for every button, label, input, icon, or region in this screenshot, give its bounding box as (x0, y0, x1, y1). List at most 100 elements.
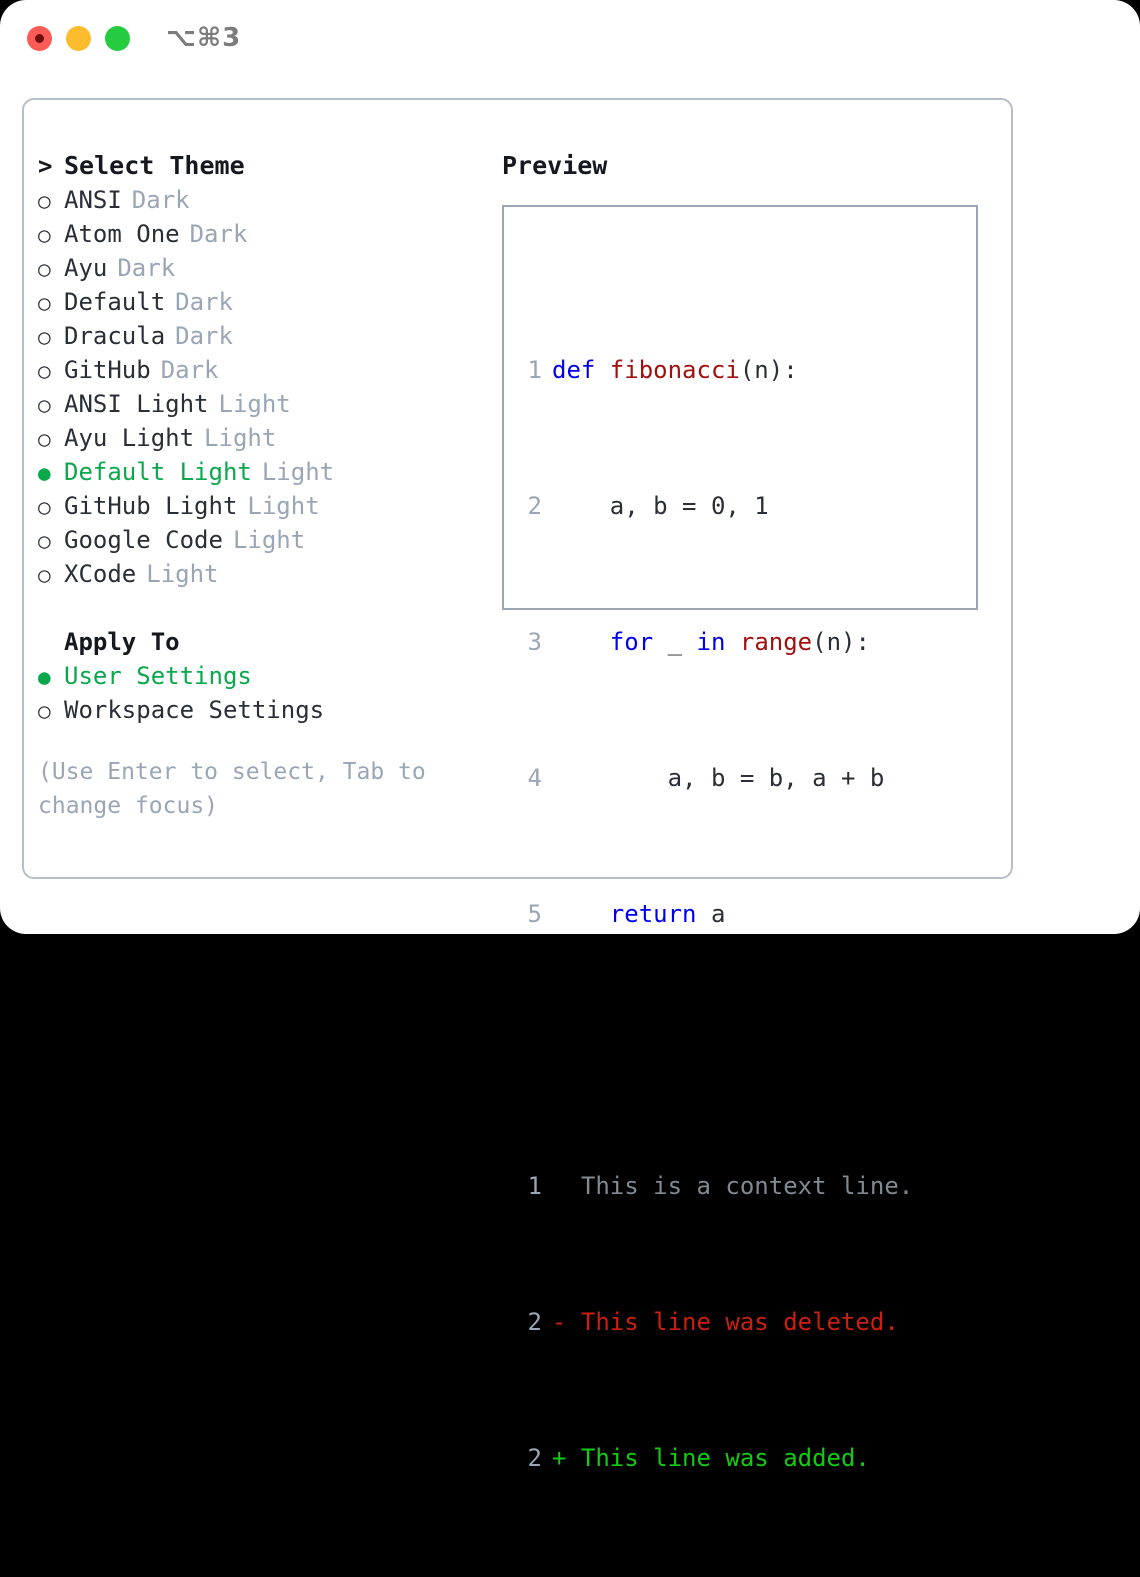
theme-label: ANSI Light (64, 390, 209, 418)
theme-label: XCode (64, 560, 137, 588)
line-number: 4 (527, 764, 542, 792)
theme-label: Default Light (64, 458, 252, 486)
radio-unselected-icon: ○ (38, 529, 51, 553)
code-token: a, b = b, a + b (552, 764, 885, 792)
theme-label: Ayu (64, 254, 108, 282)
code-line: 3 for _ in range(n): (518, 625, 913, 659)
code-token: range (739, 628, 813, 656)
theme-list-item-selected[interactable]: ● Default Light Light (38, 455, 488, 489)
diff-line-context: 1 This is a context line. (518, 1169, 914, 1203)
theme-tag: Dark (117, 254, 176, 282)
diff-text: - This line was deleted. (552, 1308, 899, 1336)
radio-selected-icon: ● (38, 461, 51, 485)
radio-unselected-icon: ○ (38, 495, 51, 519)
theme-tag: Dark (175, 288, 233, 316)
theme-label: Atom One (64, 220, 180, 248)
close-button[interactable] (27, 26, 52, 51)
radio-unselected-icon: ○ (38, 563, 51, 587)
line-number: 5 (527, 900, 542, 928)
theme-label: Dracula (64, 322, 166, 350)
theme-tag: Light (204, 424, 277, 452)
code-token: _ (653, 628, 697, 656)
line-number: 3 (527, 628, 542, 656)
code-token: in (696, 628, 726, 656)
code-token (552, 628, 610, 656)
diff-text: + This line was added. (552, 1444, 870, 1472)
theme-list-item[interactable]: ○ Dracula Dark (38, 319, 488, 353)
diff-line-deleted: 2 - This line was deleted. (518, 1305, 913, 1339)
select-theme-heading-label: Select Theme (64, 151, 245, 180)
apply-to-option[interactable]: ○Workspace Settings (38, 693, 488, 727)
prompt-caret-icon: > (38, 152, 53, 180)
code-token (552, 900, 610, 928)
radio-unselected-icon: ○ (38, 189, 51, 213)
theme-tag: Light (146, 560, 219, 588)
theme-list-item[interactable]: ○ GitHub Light Light (38, 489, 488, 523)
line-number: 1 (527, 356, 542, 384)
theme-tag: Dark (131, 186, 190, 214)
theme-tag: Dark (160, 356, 219, 384)
code-gap (518, 1033, 913, 1067)
window-controls (27, 26, 130, 51)
line-number: 2 (527, 1308, 542, 1336)
theme-label: Ayu Light (64, 424, 195, 452)
theme-list-item[interactable]: ○ XCode Light (38, 557, 488, 591)
theme-tag: Light (232, 526, 306, 554)
theme-tag: Light (247, 492, 320, 520)
code-token: fibonacci (609, 356, 740, 384)
theme-list-item[interactable]: ○ Ayu Dark (38, 251, 488, 285)
select-theme-heading: > Select Theme (38, 149, 488, 183)
diff-text: This is a context line. (552, 1172, 914, 1200)
code-token: return (609, 900, 697, 928)
apply-to-option-label: User Settings (64, 662, 252, 690)
code-token: (n): (812, 628, 870, 656)
theme-label: GitHub Light (64, 492, 238, 520)
code-line: 2 a, b = 0, 1 (518, 489, 913, 523)
radio-selected-icon: ● (38, 665, 51, 689)
keyboard-hint: (Use Enter to select, Tab to change focu… (38, 759, 440, 819)
code-line: 5 return a (518, 897, 913, 931)
radio-unselected-icon: ○ (38, 291, 51, 315)
code-line: 1 def fibonacci(n): (518, 353, 913, 387)
line-number: 2 (527, 492, 542, 520)
code-token: (n): (739, 356, 798, 384)
code-token (725, 628, 739, 656)
diff-line-added: 2 + This line was added. (518, 1441, 913, 1475)
list-spacer (38, 591, 488, 625)
code-token: a (696, 900, 726, 928)
title-bar: ⌥⌘3 (0, 0, 1140, 78)
code-line: 4 a, b = b, a + b (518, 761, 913, 795)
window-title: ⌥⌘3 (166, 23, 242, 53)
theme-label: ANSI (64, 186, 122, 214)
code-token: def (552, 356, 610, 384)
minimize-button[interactable] (66, 26, 91, 51)
apply-to-option-selected[interactable]: ● User Settings (38, 659, 488, 693)
radio-unselected-icon: ○ (38, 359, 51, 383)
apply-to-option-label: Workspace Settings (64, 696, 325, 724)
theme-list-item[interactable]: ○ Default Dark (38, 285, 488, 319)
theme-tag: Light (261, 458, 335, 486)
preview-title: Preview (502, 151, 608, 180)
radio-unselected-icon: ○ (38, 257, 51, 281)
line-number: 2 (527, 1444, 542, 1472)
theme-tag: Light (218, 390, 291, 418)
code-token: for (609, 628, 654, 656)
maximize-button[interactable] (105, 26, 130, 51)
line-number: 1 (527, 1172, 542, 1200)
theme-label: Default (64, 288, 166, 316)
apply-to-label: Apply To (64, 628, 180, 656)
theme-list-item[interactable]: ○ ANSI Dark (38, 183, 488, 217)
radio-unselected-icon: ○ (38, 325, 51, 349)
theme-tag: Dark (175, 322, 233, 350)
